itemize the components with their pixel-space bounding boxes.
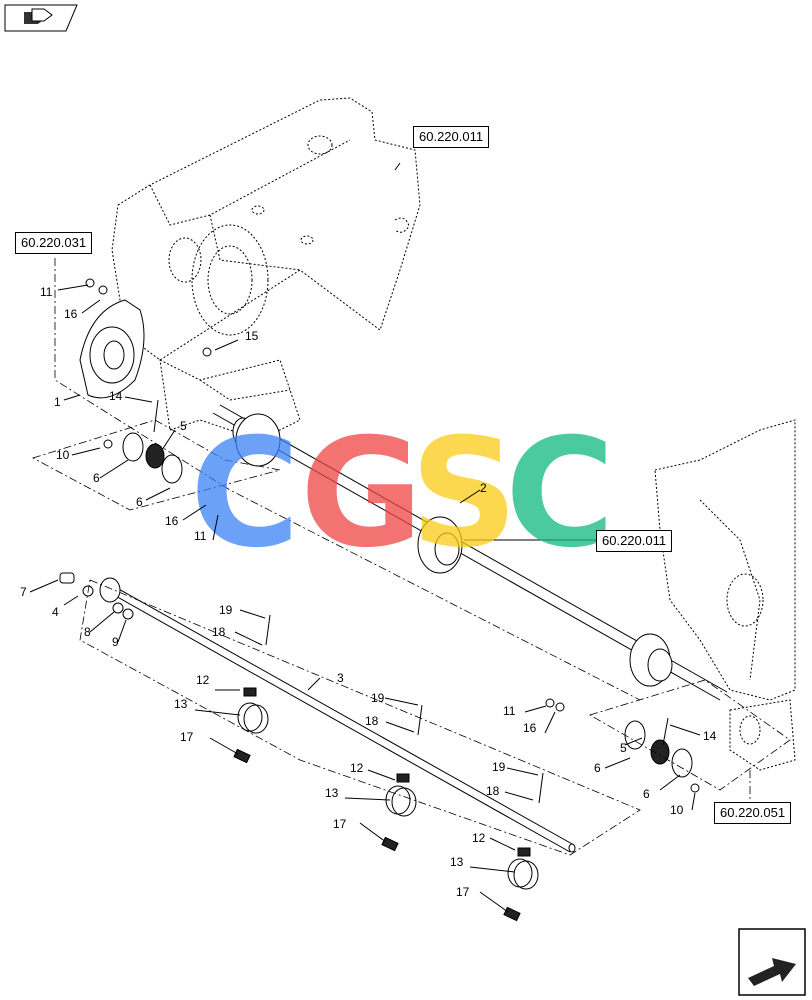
callout-6d: 6: [643, 787, 650, 801]
main-shaft: [212, 404, 728, 701]
callout-19c: 19: [492, 760, 506, 774]
boundary-lines: [31, 162, 791, 856]
callout-19a: 19: [219, 603, 233, 617]
callout-12b: 12: [350, 761, 364, 775]
next-page-arrow-icon[interactable]: [738, 928, 806, 996]
upper-housing: [111, 97, 421, 441]
hardware: [59, 278, 700, 804]
callout-18a: 18: [212, 625, 226, 639]
leader-lines: [29, 284, 701, 913]
left-bearing: [122, 432, 183, 484]
callout-numbers: 1 2 3 4 5 5 6 6 6 6 7 8 9 10 10 11 11 11…: [20, 285, 717, 899]
callout-11a: 11: [40, 285, 53, 299]
callout-19b: 19: [371, 691, 385, 705]
callout-6a: 6: [93, 471, 100, 485]
exploded-view-icon: [4, 4, 78, 32]
ref-box-right-bottom[interactable]: 60.220.051: [714, 802, 792, 824]
callout-10a: 10: [56, 448, 70, 462]
watermark-letter-c1: C: [190, 407, 300, 581]
ref-box-right-mid[interactable]: 60.220.011: [596, 530, 673, 552]
callout-16b: 16: [165, 514, 179, 528]
callout-1: 1: [54, 395, 61, 409]
callout-6b: 6: [136, 495, 143, 509]
callout-10b: 10: [670, 803, 684, 817]
callout-17a: 17: [180, 730, 194, 744]
callout-18b: 18: [365, 714, 379, 728]
callout-12a: 12: [196, 673, 210, 687]
callout-14a: 14: [109, 389, 123, 403]
callout-12c: 12: [472, 831, 486, 845]
callout-9: 9: [112, 635, 119, 649]
callout-7: 7: [20, 585, 27, 599]
callout-14b: 14: [703, 729, 717, 743]
callout-13b: 13: [325, 786, 339, 800]
callout-16c: 16: [523, 721, 537, 735]
callout-2: 2: [480, 481, 487, 495]
springs: [233, 687, 539, 922]
callout-13a: 13: [174, 697, 188, 711]
callout-17b: 17: [333, 817, 347, 831]
callout-8: 8: [84, 625, 91, 639]
callout-15: 15: [245, 329, 259, 343]
callout-5a: 5: [180, 419, 187, 433]
callout-16a: 16: [64, 307, 78, 321]
watermark-letter-c2: C: [505, 407, 615, 581]
bearing-plate: [79, 299, 145, 399]
callout-11c: 11: [503, 704, 516, 718]
callout-3: 3: [337, 671, 344, 685]
callout-11b: 11: [194, 529, 207, 543]
watermark-letter-g: G: [300, 407, 423, 581]
callout-18c: 18: [486, 784, 500, 798]
watermark: C G S C: [190, 407, 615, 581]
callout-4: 4: [52, 605, 59, 619]
callout-17c: 17: [456, 885, 470, 899]
callout-6c: 6: [594, 761, 601, 775]
right-bearing: [624, 720, 693, 778]
right-housing: [654, 419, 796, 771]
callout-13c: 13: [450, 855, 464, 869]
lower-shaft: [99, 577, 576, 853]
ref-box-left[interactable]: 60.220.031: [15, 232, 93, 254]
callout-5b: 5: [620, 741, 627, 755]
watermark-letter-s: S: [410, 407, 518, 581]
ref-box-top[interactable]: 60.220.011: [413, 126, 490, 148]
